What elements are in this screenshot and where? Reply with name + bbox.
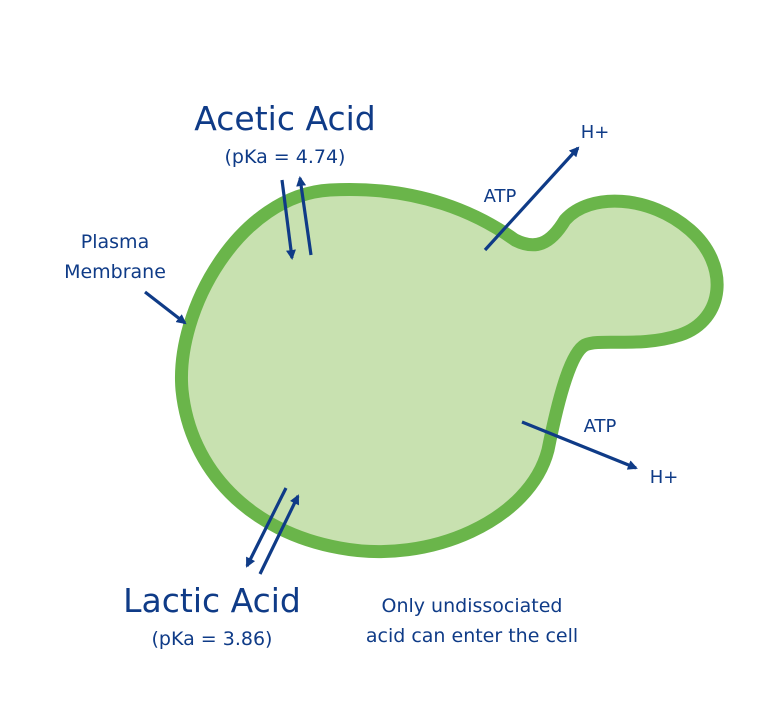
plasma-label: Plasma — [81, 231, 149, 253]
acetic-pka-label: (pKa = 4.74) — [225, 146, 346, 168]
lactic-acid-label: Lactic Acid — [123, 581, 301, 620]
atp-top-label: ATP — [484, 186, 517, 207]
note-line-2: acid can enter the cell — [366, 625, 578, 647]
acetic-inward-arrow — [280, 179, 296, 260]
membrane-pointer-arrow — [144, 290, 187, 325]
h-plus-right-label: H+ — [650, 467, 679, 488]
acetic-outward-arrow — [296, 176, 313, 256]
membrane-label: Membrane — [64, 261, 166, 283]
lactic-outward-arrow — [245, 487, 288, 568]
yeast-cell-icon — [174, 182, 724, 558]
h-plus-top-label: H+ — [581, 122, 610, 143]
atp-right-label: ATP — [584, 416, 617, 437]
lactic-inward-arrow — [258, 494, 300, 575]
lactic-pka-label: (pKa = 3.86) — [152, 628, 273, 650]
acetic-acid-label: Acetic Acid — [194, 99, 375, 138]
proton-pump-arrow-right — [521, 420, 638, 470]
proton-pump-arrow-top — [483, 146, 580, 252]
note-line-1: Only undissociated — [382, 595, 563, 617]
